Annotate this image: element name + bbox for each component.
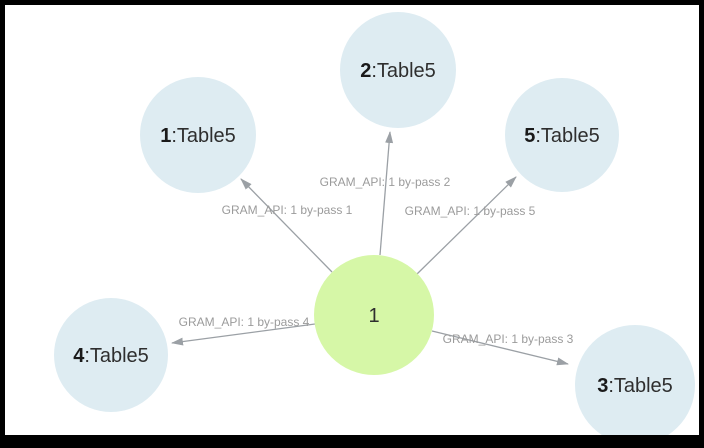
node-center-1[interactable]: [314, 255, 434, 375]
node-suffix: :Table5: [371, 60, 436, 82]
node-table5-4[interactable]: [54, 298, 168, 412]
node-id: 1: [160, 125, 171, 147]
node-id: 2: [360, 60, 371, 82]
node-table5-1-label: 1:Table5: [160, 125, 236, 147]
edge-label-bypass-5: GRAM_API: 1 by-pass 5: [405, 204, 536, 218]
edge-1-to-table5-1: [240, 178, 333, 273]
edge-1-to-table5-4: [171, 323, 316, 346]
network-canvas[interactable]: 1:Table5 2:Table5 3:Table5 4:Table5 5:Ta…: [5, 5, 699, 435]
edge-label-bypass-3: GRAM_API: 1 by-pass 3: [443, 332, 574, 346]
node-suffix: :Table5: [171, 125, 236, 147]
node-suffix: :Table5: [84, 345, 149, 367]
node-table5-2[interactable]: [340, 12, 456, 128]
node-id: 3: [597, 375, 608, 397]
node-table5-1[interactable]: [140, 77, 256, 193]
node-table5-5[interactable]: [505, 78, 619, 192]
edge-1-to-table5-2: [379, 131, 394, 256]
edge-label-bypass-1: GRAM_API: 1 by-pass 1: [222, 203, 353, 217]
node-suffix: :Table5: [608, 375, 673, 397]
node-table5-2-label: 2:Table5: [360, 60, 436, 82]
node-table5-4-label: 4:Table5: [73, 345, 149, 367]
edge-label-bypass-4: GRAM_API: 1 by-pass 4: [179, 315, 310, 329]
node-suffix: :Table5: [535, 125, 600, 147]
node-center-1-label: 1: [368, 305, 379, 327]
edge-1-to-table5-3: [431, 330, 569, 366]
node-table5-3-label: 3:Table5: [597, 375, 673, 397]
node-id: 5: [524, 125, 535, 147]
edge-1-to-table5-5: [416, 176, 517, 275]
node-id: 4: [73, 345, 85, 367]
node-table5-5-label: 5:Table5: [524, 125, 600, 147]
node-table5-3[interactable]: [575, 325, 695, 435]
edge-label-bypass-2: GRAM_API: 1 by-pass 2: [320, 175, 451, 189]
